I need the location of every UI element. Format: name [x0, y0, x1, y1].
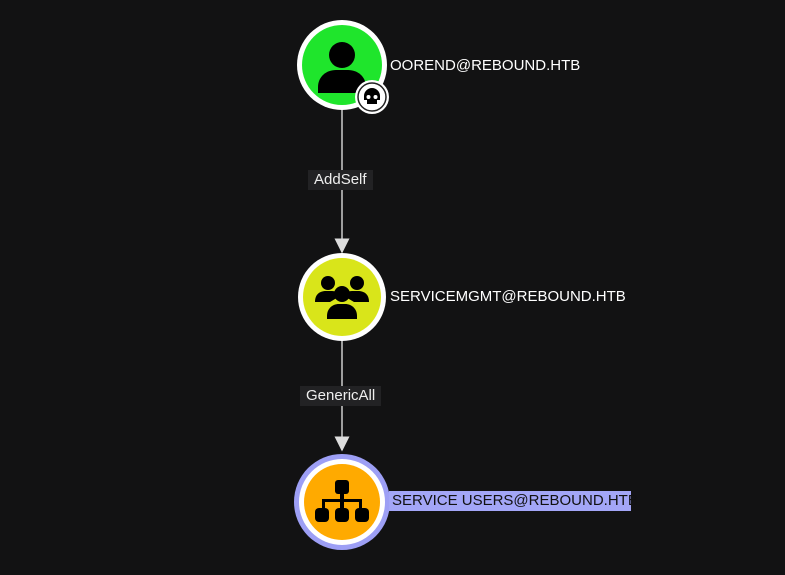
node-user[interactable]	[297, 20, 389, 114]
group-icon	[315, 276, 369, 319]
node-group[interactable]	[298, 253, 386, 341]
edge-label-genericall[interactable]: GenericAll	[300, 386, 382, 406]
node-ou[interactable]	[294, 454, 390, 550]
user-icon	[318, 42, 366, 93]
node-label-group[interactable]: SERVICEMGMT@REBOUND.HTB	[390, 288, 626, 305]
edge-label-addself[interactable]: AddSelf	[308, 170, 373, 190]
sitemap-icon	[315, 480, 369, 522]
skull-icon	[355, 80, 389, 114]
node-label-ou[interactable]: SERVICE USERS@REBOUND.HTB	[389, 491, 638, 511]
node-label-user[interactable]: OOREND@REBOUND.HTB	[390, 57, 581, 74]
